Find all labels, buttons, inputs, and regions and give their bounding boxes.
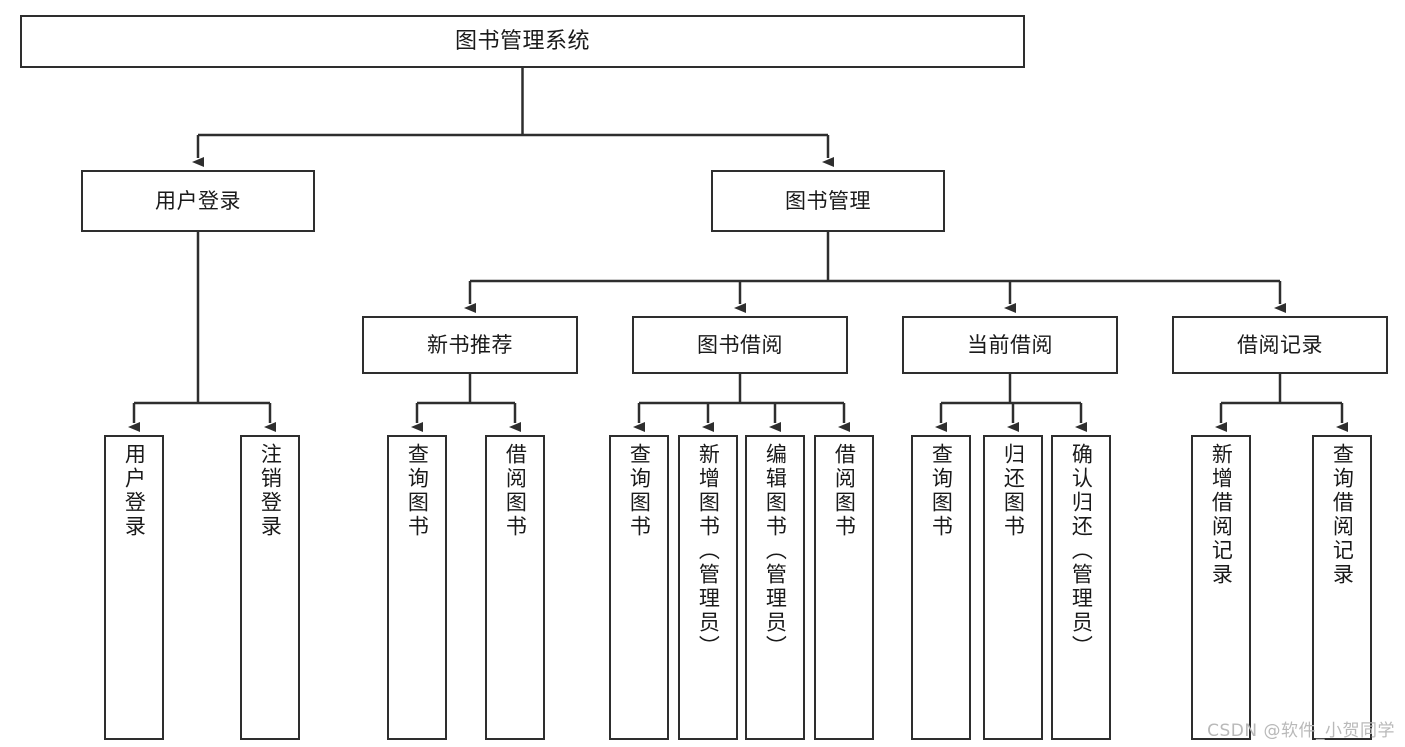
csdn-watermark: CSDN @软件_小贺同学 bbox=[1207, 721, 1395, 741]
node-leaf-logout-label: 注销登录 bbox=[258, 443, 283, 539]
node-leaf-borrow-book-label: 借阅图书 bbox=[832, 443, 857, 539]
node-level3-current-borrow[interactable]: 当前借阅 bbox=[902, 316, 1118, 374]
node-root-label: 图书管理系统 bbox=[454, 28, 590, 54]
node-leaf-borrow-book[interactable]: 借阅图书 bbox=[814, 435, 874, 740]
node-leaf-query-borrow-record-label: 查询借阅记录 bbox=[1330, 443, 1355, 587]
node-leaf-add-borrow-record-label: 新增借阅记录 bbox=[1209, 443, 1234, 587]
node-leaf-borrow-book-recommend-label: 借阅图书 bbox=[503, 443, 528, 539]
node-level3-borrow-record-label: 借阅记录 bbox=[1237, 332, 1323, 357]
node-leaf-return-book[interactable]: 归还图书 bbox=[983, 435, 1043, 740]
node-level3-current-borrow-label: 当前借阅 bbox=[967, 332, 1053, 357]
node-leaf-query-book-recommend-label: 查询图书 bbox=[405, 443, 430, 539]
node-leaf-return-book-label: 归还图书 bbox=[1001, 443, 1026, 539]
node-leaf-confirm-return-admin-label: 确认归还（管理员） bbox=[1069, 443, 1094, 659]
node-leaf-add-book-admin[interactable]: 新增图书（管理员） bbox=[678, 435, 738, 740]
node-leaf-query-book-borrow-label: 查询图书 bbox=[627, 443, 652, 539]
node-leaf-borrow-book-recommend[interactable]: 借阅图书 bbox=[485, 435, 545, 740]
node-leaf-confirm-return-admin[interactable]: 确认归还（管理员） bbox=[1051, 435, 1111, 740]
node-level2-book-management[interactable]: 图书管理 bbox=[711, 170, 945, 232]
node-level2-user-login[interactable]: 用户登录 bbox=[81, 170, 315, 232]
node-leaf-query-borrow-record[interactable]: 查询借阅记录 bbox=[1312, 435, 1372, 740]
node-leaf-query-book-recommend[interactable]: 查询图书 bbox=[387, 435, 447, 740]
node-leaf-logout[interactable]: 注销登录 bbox=[240, 435, 300, 740]
node-leaf-query-book-borrow[interactable]: 查询图书 bbox=[609, 435, 669, 740]
node-leaf-user-login-label: 用户登录 bbox=[122, 443, 147, 539]
node-leaf-query-book-current-label: 查询图书 bbox=[929, 443, 954, 539]
node-leaf-query-book-current[interactable]: 查询图书 bbox=[911, 435, 971, 740]
node-level3-book-borrow[interactable]: 图书借阅 bbox=[632, 316, 848, 374]
node-level3-new-book-recommend[interactable]: 新书推荐 bbox=[362, 316, 578, 374]
node-root[interactable]: 图书管理系统 bbox=[20, 15, 1025, 68]
node-level3-borrow-record[interactable]: 借阅记录 bbox=[1172, 316, 1388, 374]
node-level2-user-login-label: 用户登录 bbox=[155, 188, 241, 213]
node-level3-new-book-recommend-label: 新书推荐 bbox=[427, 332, 513, 357]
node-leaf-edit-book-admin[interactable]: 编辑图书（管理员） bbox=[745, 435, 805, 740]
node-level3-book-borrow-label: 图书借阅 bbox=[697, 332, 783, 357]
node-leaf-user-login[interactable]: 用户登录 bbox=[104, 435, 164, 740]
node-level2-book-management-label: 图书管理 bbox=[785, 188, 871, 213]
node-leaf-edit-book-admin-label: 编辑图书（管理员） bbox=[763, 443, 788, 659]
node-leaf-add-book-admin-label: 新增图书（管理员） bbox=[696, 443, 721, 659]
node-leaf-add-borrow-record[interactable]: 新增借阅记录 bbox=[1191, 435, 1251, 740]
